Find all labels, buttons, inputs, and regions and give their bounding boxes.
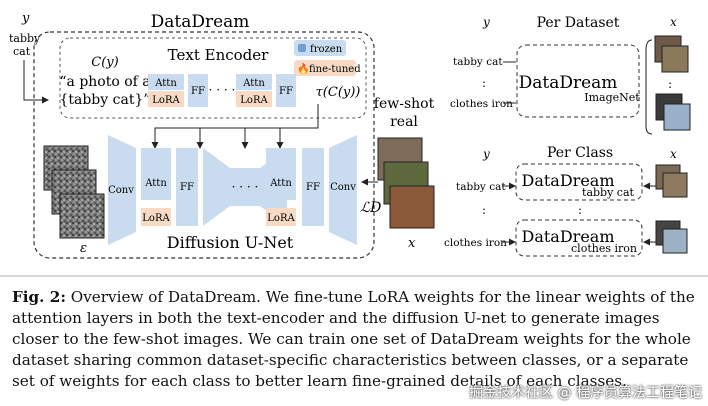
pc-vdots-left: : <box>482 203 486 217</box>
watermark: 掘金技术社区 @ 程序员算法工程笔记 <box>469 385 702 401</box>
pc-row1-title: DataDream <box>522 171 615 190</box>
input-arrow <box>23 60 49 104</box>
unet-ff-1 <box>176 148 198 226</box>
te-lora-1: LoRA <box>152 95 180 106</box>
pd-box-sub: ImageNet <box>584 91 640 104</box>
fewshot-line2: real <box>390 114 418 130</box>
real-image-3 <box>389 185 435 229</box>
unet-ff-2 <box>302 148 324 226</box>
figure-caption: Fig. 2: Overview of DataDream. We fine-t… <box>12 287 700 392</box>
pd-output-brace <box>645 39 653 135</box>
tau-label: τ(C(y)) <box>316 85 361 100</box>
te-ff-1-label: FF <box>191 86 205 97</box>
legend-finetuned: fine-tuned <box>309 64 361 75</box>
pd-vdots: : <box>482 76 486 90</box>
prompt-line1: “a photo of a <box>59 74 150 90</box>
text-encoder-title: Text Encoder <box>168 46 269 64</box>
architecture-diagram: y tabby cat DataDream Text Encoder C(y) … <box>0 11 708 277</box>
pd-class-top: tabby cat <box>453 56 503 68</box>
pd-y-label: y <box>482 15 490 29</box>
unet-conv-in <box>108 135 136 245</box>
pc-row2-title: DataDream <box>522 227 615 246</box>
pc-title: Per Class <box>547 145 613 161</box>
unet-conv-in-label: Conv <box>108 185 134 196</box>
unet-conv-out <box>329 135 357 245</box>
unet-lora-1 <box>141 208 171 226</box>
te-block-2: Attn LoRA <box>236 74 272 107</box>
noise-image-3 <box>59 193 105 239</box>
datadream-frame <box>33 31 375 259</box>
epsilon-label: ε <box>80 241 87 256</box>
legend-frozen-swatch <box>294 40 346 56</box>
unet-lora-1-label: LoRA <box>142 213 170 224</box>
fire-icon: 🔥 <box>297 62 309 75</box>
pc-row1-label: tabby cat <box>456 181 506 193</box>
fewshot-line1: few-shot <box>374 96 435 112</box>
caption-fig-label: Fig. 2: <box>12 288 66 306</box>
pc-row1-sub: tabby cat <box>582 186 634 199</box>
pc-row1-img-2 <box>662 172 688 198</box>
cy-label: C(y) <box>91 55 118 70</box>
tau-arrow-main <box>151 104 319 149</box>
pd-box <box>516 44 640 118</box>
pd-title: Per Dataset <box>537 15 620 31</box>
te-attn-2: Attn <box>242 78 265 89</box>
pd-x-label: x <box>670 15 677 29</box>
pc-row2-box <box>515 219 643 257</box>
unet-conv-out-label: Conv <box>330 182 356 193</box>
unet-lora-2 <box>266 208 296 226</box>
legend-finetuned-swatch <box>294 60 356 76</box>
main-title: DataDream <box>151 12 250 32</box>
left-input-line1: tabby <box>9 32 41 45</box>
unet-ff-2-label: FF <box>306 182 320 193</box>
unet-attn-2-label: Attn <box>269 178 292 189</box>
unet-attn-2 <box>266 148 296 200</box>
frozen-icon <box>298 44 306 52</box>
pd-box-title: DataDream <box>519 73 618 93</box>
te-ff-1 <box>188 74 208 107</box>
unet-title: Diffusion U-Net <box>167 233 294 252</box>
pd-out-vdots: : <box>668 77 672 91</box>
pc-x-label: x <box>670 147 677 161</box>
te-dots: · · · · <box>209 83 236 97</box>
te-attn-1: Attn <box>154 78 177 89</box>
pc-row2-img-2 <box>662 228 688 254</box>
pc-y-label: y <box>482 147 490 161</box>
prompt-line2: {tabby cat}” <box>59 92 150 108</box>
x-label: x <box>408 236 416 251</box>
pc-row2-label: clothes iron <box>444 237 507 249</box>
text-encoder-box <box>59 37 367 119</box>
pd-out-image-2 <box>661 45 689 73</box>
unet-dots: · · · · <box>232 180 259 194</box>
caption-text: Overview of DataDream. We fine-tune LoRA… <box>12 288 695 390</box>
loss-label: ℒD <box>360 200 381 216</box>
pc-row2-sub: clothes iron <box>571 242 637 255</box>
pc-vdots-mid: : <box>578 203 582 217</box>
legend-frozen: frozen <box>310 44 343 55</box>
te-lora-2: LoRA <box>240 95 268 106</box>
unet-attn-1 <box>141 148 171 200</box>
left-input-line2: cat <box>13 45 31 58</box>
pc-row1-box <box>515 163 643 201</box>
te-ff-2-label: FF <box>279 86 293 97</box>
pd-class-bottom: clothes iron <box>450 98 513 110</box>
unet-lora-2-label: LoRA <box>267 213 295 224</box>
unet-ff-1-label: FF <box>180 182 194 193</box>
te-ff-2 <box>276 74 296 107</box>
left-y-label: y <box>21 11 30 26</box>
te-block-1: Attn LoRA <box>148 74 184 107</box>
unet-attn-1-label: Attn <box>144 178 167 189</box>
pd-out-image-4 <box>663 103 691 131</box>
